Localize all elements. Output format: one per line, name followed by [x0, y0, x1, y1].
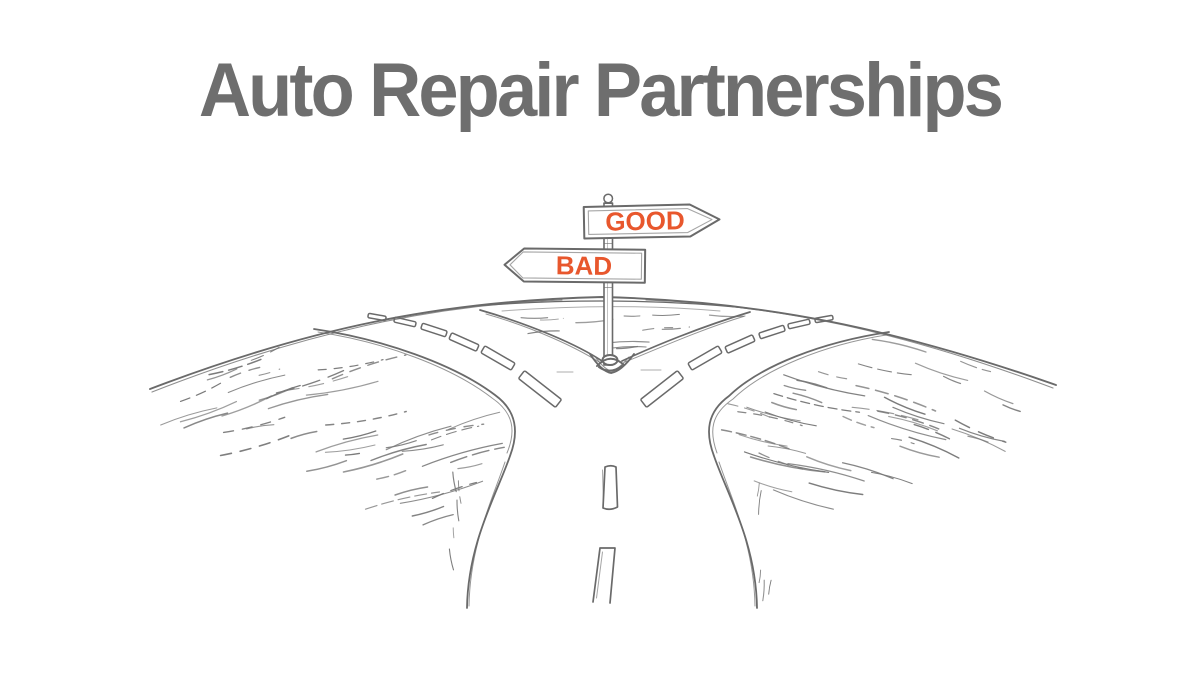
lane-markings [367, 312, 834, 604]
pole-base-mound [556, 354, 662, 373]
bad-sign-label: BAD [556, 250, 613, 281]
signpost: GOOD BAD [503, 193, 721, 373]
page-title: Auto Repair Partnerships [198, 48, 1004, 133]
pole-knob [603, 193, 614, 204]
road-sketch [149, 296, 1057, 609]
good-sign: GOOD [582, 203, 721, 240]
good-sign-label: GOOD [605, 205, 685, 237]
bad-sign: BAD [503, 247, 647, 284]
grass-hatching [160, 313, 1021, 602]
